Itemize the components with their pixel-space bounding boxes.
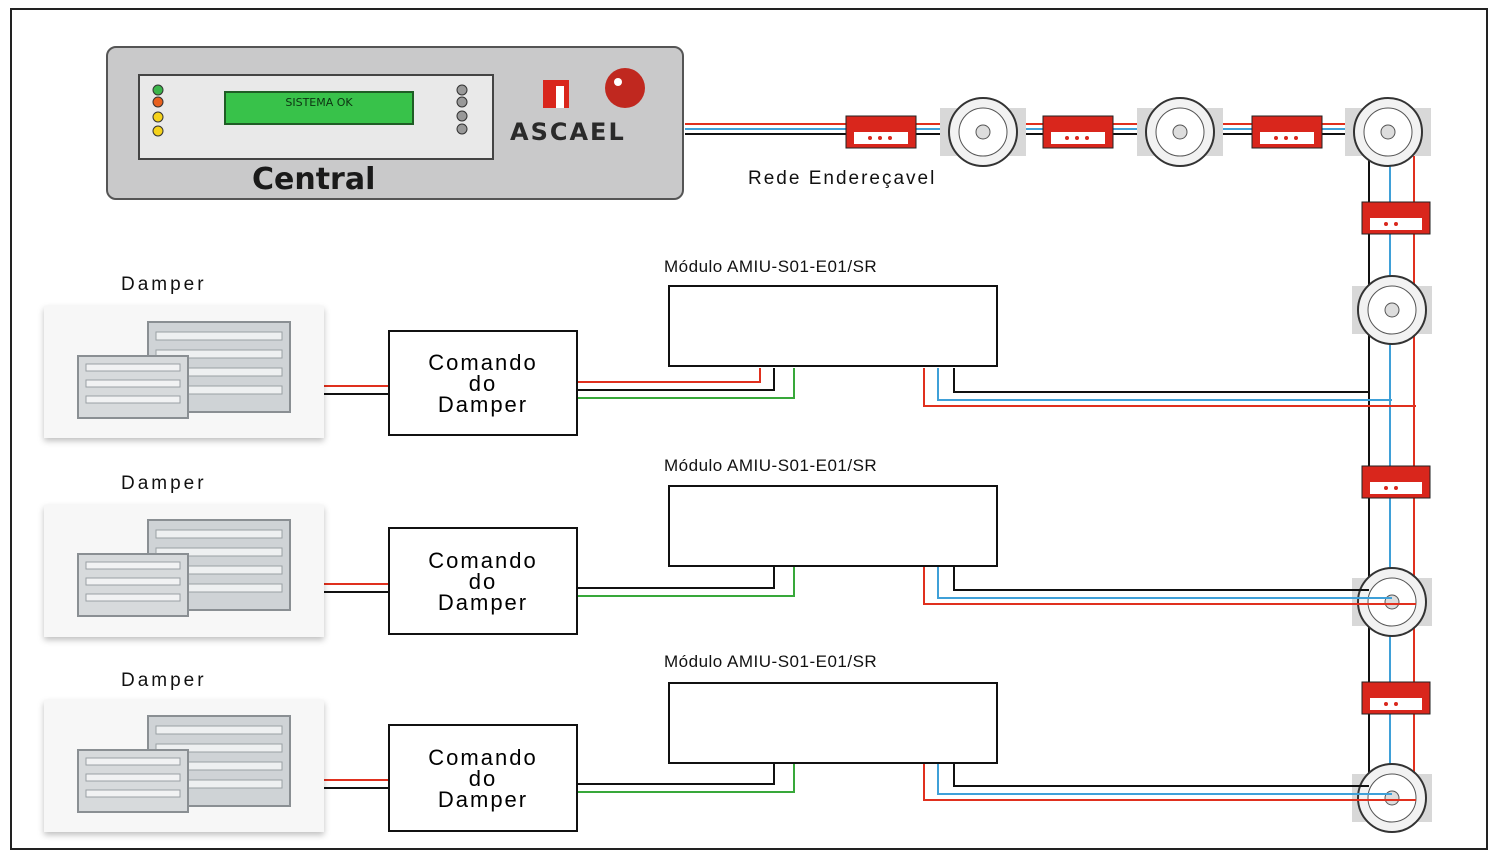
smoke-detector-icon <box>1137 97 1223 167</box>
module-box <box>668 285 998 367</box>
command-text: do <box>468 765 498 791</box>
wire <box>578 368 761 383</box>
command-text: Damper <box>437 391 529 417</box>
wire <box>937 566 1392 599</box>
isolator-module <box>845 115 917 149</box>
wire <box>578 368 761 383</box>
wire <box>953 566 1369 591</box>
damper-command-box: Comando do Damper <box>388 527 578 635</box>
wire <box>953 762 1369 787</box>
smoke-detector-icon <box>1352 275 1432 345</box>
command-text: Comando <box>428 349 538 375</box>
central-display: SISTEMA OK <box>224 91 414 125</box>
smoke-detector-icon <box>940 97 1026 167</box>
wire <box>578 762 795 793</box>
wire <box>923 566 1416 605</box>
smoke-detector-icon <box>1352 763 1432 833</box>
row-wiring <box>322 368 1416 801</box>
wire <box>937 368 1392 401</box>
damper-command-box: Comando do Damper <box>388 330 578 436</box>
row-wires <box>322 368 1416 801</box>
isolator-module <box>1042 115 1114 149</box>
command-text: Damper <box>437 786 529 812</box>
wire <box>578 566 775 589</box>
network-label: Rede Endereçavel <box>748 168 937 189</box>
isolator-module <box>1361 465 1431 499</box>
isolator-module <box>1361 201 1431 235</box>
central-leds-left <box>152 84 164 137</box>
module-label: Módulo AMIU-S01-E01/SR <box>664 456 878 475</box>
wire <box>578 368 795 399</box>
module-label: Módulo AMIU-S01-E01/SR <box>664 652 878 671</box>
module-box <box>668 485 998 567</box>
central-brand: ASCAEL <box>510 118 626 146</box>
command-text: do <box>468 370 498 396</box>
wire <box>578 762 775 785</box>
smoke-detector-icon <box>1352 567 1432 637</box>
damper-label: Damper <box>121 670 207 691</box>
wire <box>578 368 761 383</box>
central-leds-right <box>456 84 468 135</box>
module-label: Módulo AMIU-S01-E01/SR <box>664 257 878 276</box>
isolator-module <box>1251 115 1323 149</box>
wire <box>937 762 1392 795</box>
damper-photo <box>44 700 324 832</box>
damper-photo <box>44 505 324 637</box>
wire <box>578 368 775 391</box>
wire <box>578 566 795 597</box>
damper-label: Damper <box>121 473 207 494</box>
command-text: Comando <box>428 744 538 770</box>
isolator-module <box>1361 681 1431 715</box>
command-text: Damper <box>437 589 529 615</box>
ascael-logo-icon <box>543 68 645 108</box>
wire <box>923 368 1416 407</box>
module-box <box>668 682 998 764</box>
wire <box>923 762 1416 801</box>
damper-command-box: Comando do Damper <box>388 724 578 832</box>
damper-photo <box>44 306 324 438</box>
damper-label: Damper <box>121 274 207 295</box>
command-text: do <box>468 568 498 594</box>
central-title: Central <box>252 162 376 197</box>
smoke-detector-icon <box>1345 97 1431 167</box>
wire <box>953 368 1369 393</box>
command-text: Comando <box>428 547 538 573</box>
